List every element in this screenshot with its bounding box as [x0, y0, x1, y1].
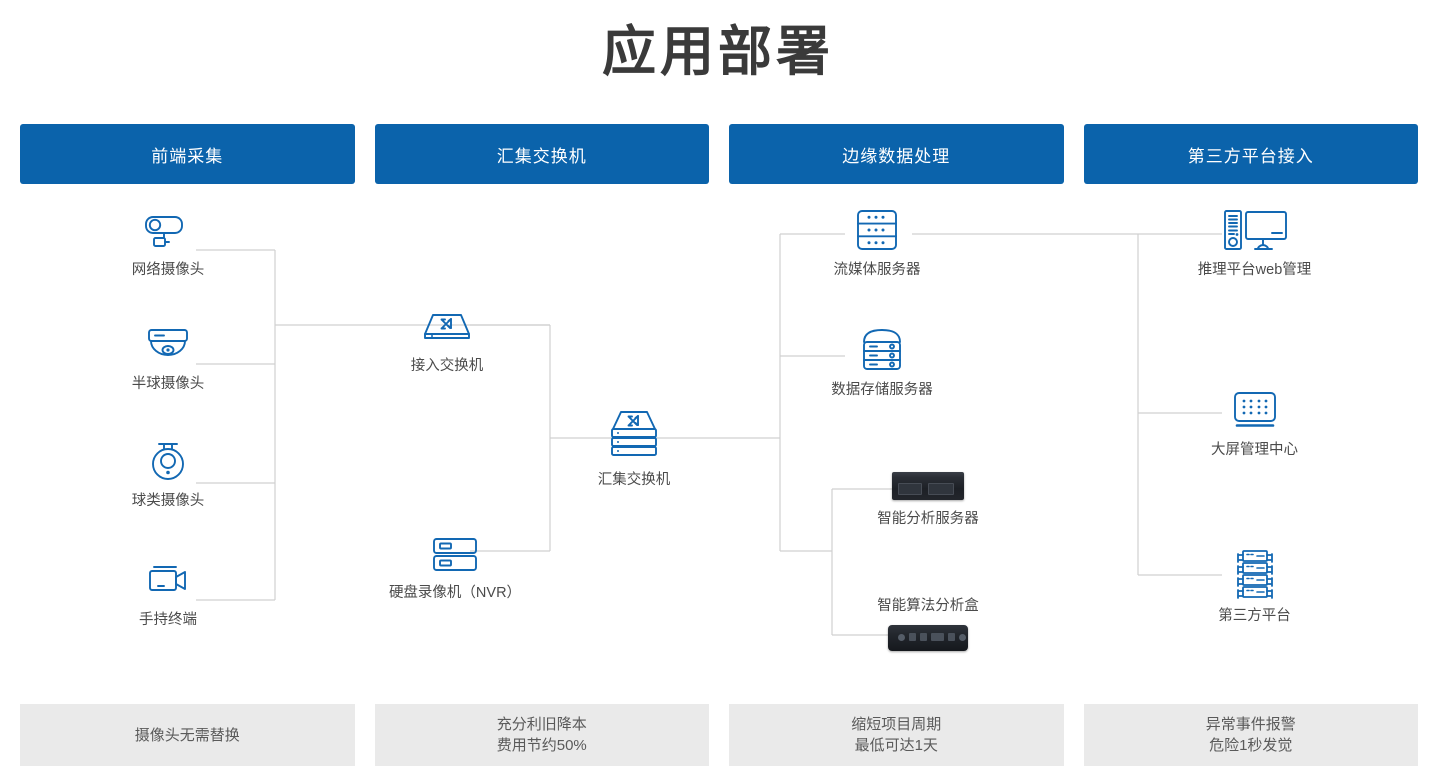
benefit-card-3: 缩短项目周期 最低可达1天	[729, 704, 1064, 766]
node-ai-analysis-server[interactable]: 智能分析服务器	[863, 469, 993, 529]
benefit-card-1: 摄像头无需替换	[20, 704, 355, 766]
switch-icon	[387, 302, 507, 350]
node-streaming-server[interactable]: 流媒体服务器	[817, 206, 937, 280]
node-label: 接入交换机	[410, 358, 484, 374]
storage-server-icon	[812, 326, 952, 374]
column-header-label: 边缘数据处理	[842, 146, 951, 166]
node-dome-camera[interactable]: 半球摄像头	[118, 320, 218, 394]
nvr-icon	[380, 529, 530, 577]
node-video-wall-center[interactable]: 大屏管理中心	[1192, 386, 1317, 460]
camcorder-icon	[118, 556, 218, 604]
column-header-row: 前端采集 汇集交换机 边缘数据处理 第三方平台接入	[20, 124, 1418, 184]
node-label: 手持终端	[139, 612, 197, 628]
node-label: 半球摄像头	[131, 376, 205, 392]
benefit-row: 摄像头无需替换 充分利旧降本 费用节约50% 缩短项目周期 最低可达1天 异常事…	[20, 704, 1418, 766]
ai-server-photo	[863, 469, 993, 503]
benefit-line-1: 缩短项目周期	[851, 716, 942, 733]
node-label: 网络摄像头	[131, 262, 205, 278]
node-aggregation-switch[interactable]: 汇集交换机	[574, 406, 694, 490]
node-label: 流媒体服务器	[833, 262, 921, 278]
diagram-canvas: 网络摄像头 半球摄像头	[0, 184, 1436, 696]
node-inference-web-platform[interactable]: 推理平台web管理	[1182, 206, 1327, 280]
benefit-line-1: 异常事件报警	[1205, 716, 1296, 733]
node-label: 智能算法分析盒	[877, 598, 979, 614]
benefit-line-1: 摄像头无需替换	[134, 726, 240, 744]
column-header-label: 第三方平台接入	[1187, 146, 1314, 166]
column-header-third-party-access[interactable]: 第三方平台接入	[1083, 124, 1418, 184]
node-nvr[interactable]: 硬盘录像机（NVR）	[380, 529, 530, 603]
stacked-switch-icon	[574, 406, 694, 464]
node-ip-camera[interactable]: 网络摄像头	[118, 206, 218, 280]
node-label: 球类摄像头	[131, 493, 205, 509]
node-label: 大屏管理中心	[1211, 442, 1298, 458]
page-title: 应用部署	[602, 22, 834, 82]
benefit-line-2: 最低可达1天	[854, 737, 938, 754]
benefit-card-2: 充分利旧降本 费用节约50%	[374, 704, 709, 766]
node-storage-server[interactable]: 数据存储服务器	[812, 326, 952, 400]
node-ptz-camera[interactable]: 球类摄像头	[118, 437, 218, 511]
connector-lines	[196, 233, 1222, 636]
edge-box-photo	[863, 622, 993, 654]
benefit-card-4: 异常事件报警 危险1秒发觉	[1083, 704, 1418, 766]
benefit-line-2: 费用节约50%	[496, 737, 587, 754]
column-header-label: 汇集交换机	[496, 146, 587, 166]
node-label: 数据存储服务器	[831, 382, 933, 398]
desktop-monitor-icon	[1182, 206, 1327, 254]
ptz-camera-icon	[118, 437, 218, 485]
node-label: 汇集交换机	[597, 472, 671, 488]
column-header-aggregation-switch[interactable]: 汇集交换机	[374, 124, 709, 184]
server-cluster-icon	[1197, 548, 1312, 600]
dome-camera-icon	[118, 320, 218, 368]
node-ai-algorithm-box[interactable]: 智能算法分析盒	[863, 596, 993, 654]
node-handheld-terminal[interactable]: 手持终端	[118, 556, 218, 630]
node-label: 第三方平台	[1218, 608, 1291, 624]
column-header-front-end[interactable]: 前端采集	[20, 124, 355, 184]
benefit-line-1: 充分利旧降本	[496, 716, 587, 733]
benefit-line-2: 危险1秒发觉	[1209, 737, 1293, 754]
node-label: 推理平台web管理	[1197, 262, 1312, 278]
column-header-edge-processing[interactable]: 边缘数据处理	[729, 124, 1064, 184]
video-wall-icon	[1192, 386, 1317, 434]
node-label: 智能分析服务器	[877, 511, 979, 527]
rack-server-icon	[817, 206, 937, 254]
node-access-switch[interactable]: 接入交换机	[387, 302, 507, 376]
node-third-party-platform[interactable]: 第三方平台	[1197, 548, 1312, 626]
bullet-camera-icon	[118, 206, 218, 254]
node-label: 硬盘录像机（NVR）	[388, 585, 522, 601]
column-header-label: 前端采集	[151, 146, 224, 166]
